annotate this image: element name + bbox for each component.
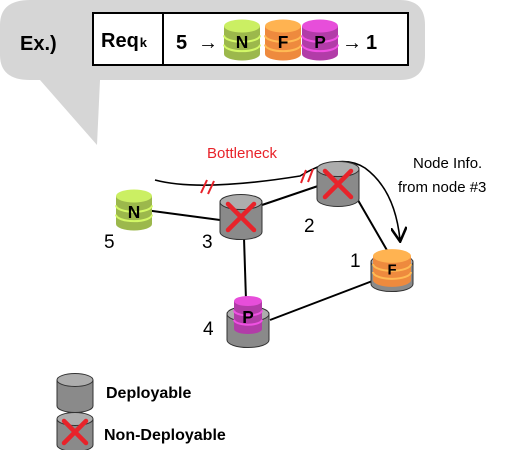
legend-non-deployable-label: Non-Deployable [104,427,226,444]
legend-deployable-icon [56,373,94,413]
link-3-2 [261,185,319,206]
request-vnf-f: F [264,19,302,61]
node-1-vnf: F [372,249,412,287]
request-vnf-f-letter: F [278,32,289,52]
legend-cross-icon [61,418,89,446]
node-5-vnf: N [115,189,153,231]
legend-deployable-label: Deployable [106,385,191,402]
link-2-1 [354,194,389,253]
node-3 [219,193,263,241]
request-arrow-2: → [342,32,362,54]
link-5-3 [144,209,221,221]
request-source: 5 [176,32,187,54]
node-5-vnf-letter: N [128,202,141,222]
node-4: P [226,295,270,349]
request-vnf-p: P [301,19,339,61]
bottleneck-mark-1 [200,179,215,195]
request-vnf-n: N [223,19,261,61]
request-label: Req [101,30,139,52]
request-destination: 1 [366,32,377,54]
link-4-1 [269,279,376,321]
node-1-vnf-letter: F [387,263,396,279]
request-box: Reqk 5 → N F P → 1 [92,12,409,66]
links [144,185,389,321]
svg-text:Reqk: Reqk [101,30,148,52]
node-2-cross [322,168,354,200]
node-label-4: 4 [203,319,214,340]
node-info-line2: from node #3 [398,179,486,196]
request-vnf-n-letter: N [236,32,249,52]
node-label-3: 3 [202,232,213,253]
bottleneck-label: Bottleneck [207,145,278,162]
node-4-vnf: P [233,295,263,335]
node-label-2: 2 [304,216,315,237]
request-subscript: k [140,35,148,50]
node-label-5: 5 [104,232,115,253]
node-1: F [370,249,414,293]
request-arrow-1: → [198,32,218,54]
node-label-1: 1 [350,251,361,272]
request-vnf-p-letter: P [314,32,326,52]
node-info-line1: Node Info. [413,155,482,172]
link-3-4 [243,237,247,301]
node-2 [316,160,360,208]
path-arrow [154,160,400,240]
node-3-cross [225,201,257,233]
example-label: Ex.) [20,33,57,55]
nodes: N F P [115,160,414,349]
legend [56,373,94,450]
node-5: N [115,189,153,231]
bottleneck-mark-2 [300,168,314,184]
node-4-vnf-letter: P [242,307,254,327]
